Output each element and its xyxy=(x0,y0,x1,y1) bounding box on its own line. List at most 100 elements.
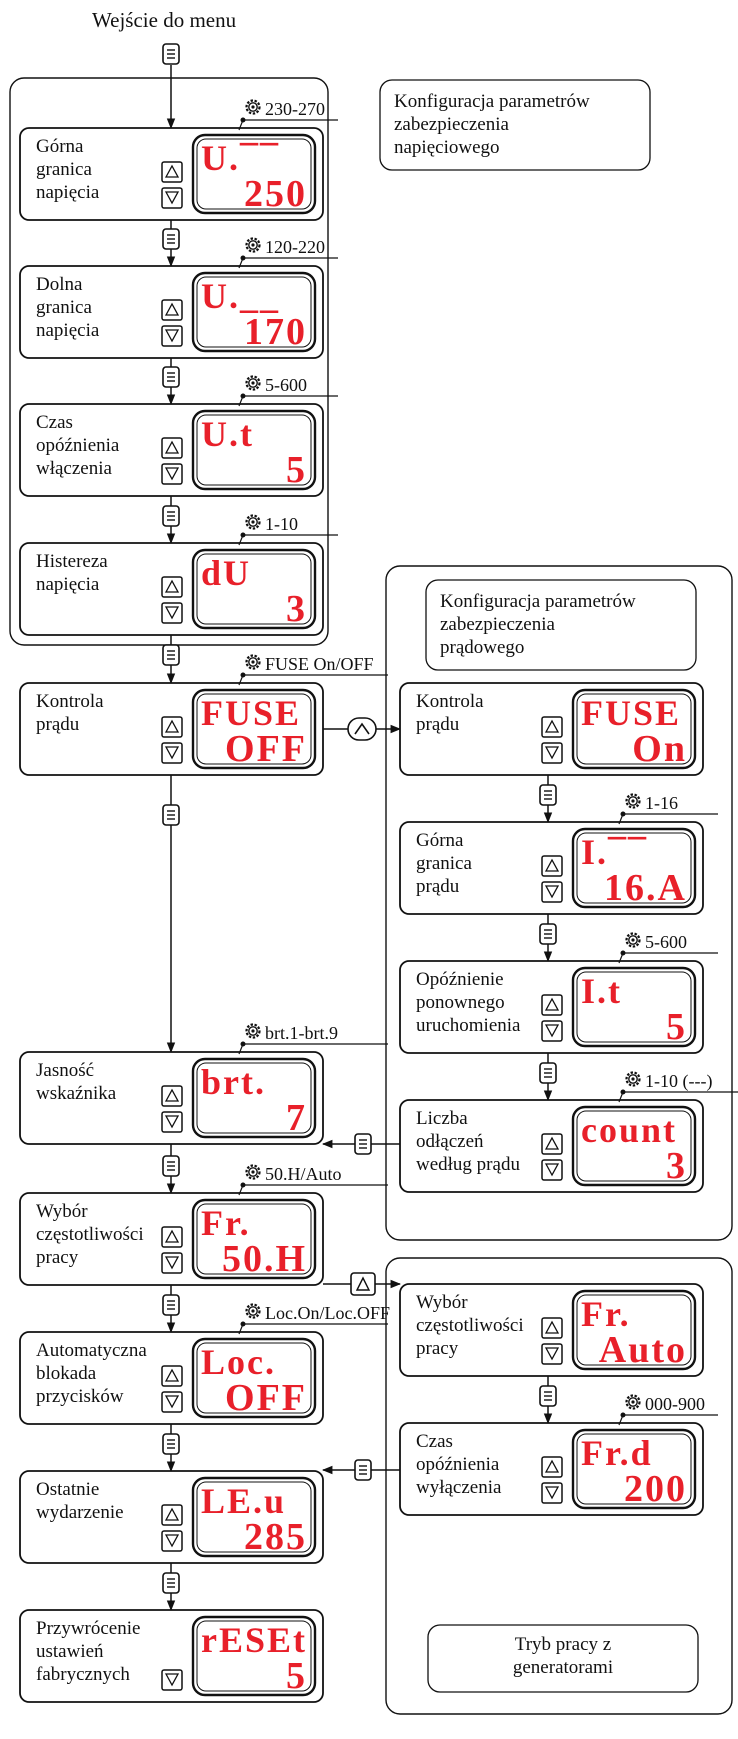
display-line-2: 5 xyxy=(286,1655,307,1697)
menu-icon[interactable] xyxy=(539,1385,557,1407)
down-button[interactable] xyxy=(161,1669,183,1691)
menu-icon[interactable] xyxy=(162,644,180,666)
down-button[interactable] xyxy=(161,325,183,347)
gear-icon xyxy=(245,1164,261,1180)
gear-icon xyxy=(245,654,261,670)
display: I.t5 xyxy=(571,966,697,1048)
range-label: 1-16 xyxy=(645,793,678,813)
down-button[interactable] xyxy=(161,1391,183,1413)
menu-icon[interactable] xyxy=(162,804,180,826)
up-button[interactable] xyxy=(161,1365,183,1387)
gear-icon xyxy=(625,1394,641,1410)
display-line-1: Loc. xyxy=(201,1342,276,1382)
up-button[interactable] xyxy=(541,716,563,738)
down-button[interactable] xyxy=(541,1020,563,1042)
display-line-1: U.t xyxy=(201,414,254,454)
menu-icon[interactable] xyxy=(162,1433,180,1455)
range-marker: Loc.On/Loc.OFF xyxy=(238,1303,390,1335)
down-button[interactable] xyxy=(161,1111,183,1133)
range-marker: 1-10 xyxy=(238,514,338,546)
menu-icon[interactable] xyxy=(162,43,180,65)
up-button[interactable] xyxy=(161,576,183,598)
down-button[interactable] xyxy=(541,1159,563,1181)
up-button[interactable] xyxy=(541,994,563,1016)
up-button[interactable] xyxy=(161,1504,183,1526)
display-line-2: On xyxy=(632,728,687,770)
up-arrow-icon[interactable] xyxy=(350,1272,376,1296)
down-button[interactable] xyxy=(161,742,183,764)
up-button[interactable] xyxy=(541,1133,563,1155)
menu-icon[interactable] xyxy=(539,923,557,945)
menu-icon[interactable] xyxy=(162,1294,180,1316)
display-line-1: U.¯¯ xyxy=(201,138,280,178)
down-button[interactable] xyxy=(161,1530,183,1552)
menu-icon[interactable] xyxy=(354,1459,372,1481)
up-button[interactable] xyxy=(541,855,563,877)
down-button[interactable] xyxy=(161,187,183,209)
menu-icon[interactable] xyxy=(539,1062,557,1084)
up-button[interactable] xyxy=(541,1456,563,1478)
up-button[interactable] xyxy=(161,299,183,321)
up-button[interactable] xyxy=(161,716,183,738)
up-button[interactable] xyxy=(541,1317,563,1339)
menu-icon[interactable] xyxy=(162,228,180,250)
down-button[interactable] xyxy=(161,1252,183,1274)
range-label: 1-10 xyxy=(265,514,298,534)
range-marker: 5-600 xyxy=(618,932,718,964)
down-button[interactable] xyxy=(541,1343,563,1365)
down-button[interactable] xyxy=(161,463,183,485)
up-button[interactable] xyxy=(161,161,183,183)
range-label: 5-600 xyxy=(645,932,687,952)
range-marker: brt.1-brt.9 xyxy=(238,1023,388,1055)
menu-icon[interactable] xyxy=(162,1155,180,1177)
menu-icon[interactable] xyxy=(354,1133,372,1155)
display: Fr.50.H xyxy=(191,1198,317,1280)
display-line-1: count xyxy=(581,1110,677,1150)
menu-icon[interactable] xyxy=(162,505,180,527)
up-arrow-icon[interactable] xyxy=(347,717,377,741)
up-button[interactable] xyxy=(161,1226,183,1248)
down-button[interactable] xyxy=(541,742,563,764)
display-line-1: Fr.d xyxy=(581,1433,653,1473)
menu-icon[interactable] xyxy=(162,1572,180,1594)
display-line-2: OFF xyxy=(225,728,307,770)
down-button[interactable] xyxy=(161,602,183,624)
range-marker: FUSE On/OFF xyxy=(238,654,388,686)
down-button[interactable] xyxy=(541,1482,563,1504)
menu-icon[interactable] xyxy=(162,366,180,388)
range-label: 230-270 xyxy=(265,99,325,119)
display-line-2: 250 xyxy=(244,173,307,215)
display-line-2: 3 xyxy=(666,1145,687,1187)
display: U.__170 xyxy=(191,271,317,353)
menu-icon[interactable] xyxy=(539,784,557,806)
up-button[interactable] xyxy=(161,1085,183,1107)
down-button[interactable] xyxy=(541,881,563,903)
up-button[interactable] xyxy=(161,437,183,459)
